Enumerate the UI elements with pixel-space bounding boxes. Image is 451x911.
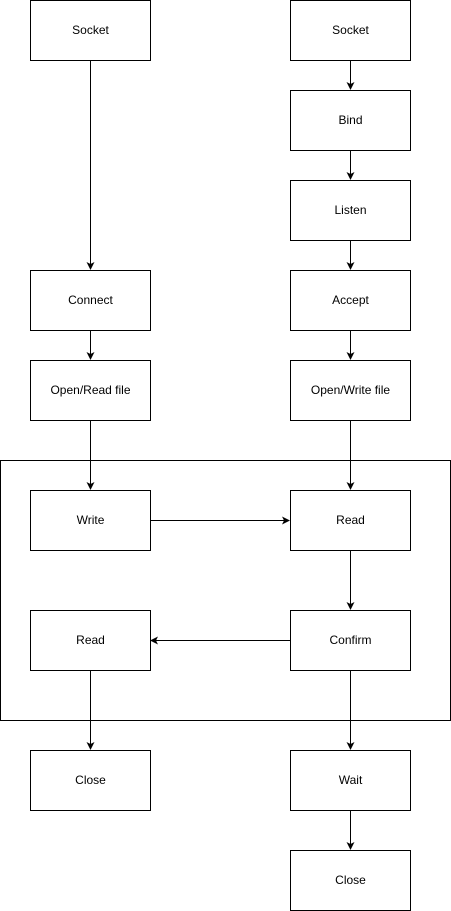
server-open-write-file-label: Open/Write file: [311, 383, 390, 397]
client-write-node: Write: [30, 490, 151, 551]
server-confirm-label: Confirm: [329, 633, 371, 647]
server-read-label: Read: [336, 513, 365, 527]
server-socket-label: Socket: [332, 23, 369, 37]
server-close-node: Close: [290, 850, 411, 911]
client-read-label: Read: [76, 633, 105, 647]
client-open-read-file-label: Open/Read file: [50, 383, 130, 397]
client-close-label: Close: [75, 773, 106, 787]
client-write-label: Write: [77, 513, 105, 527]
server-listen-label: Listen: [334, 203, 366, 217]
client-close-node: Close: [30, 750, 151, 811]
client-open-read-file-node: Open/Read file: [30, 360, 151, 421]
client-connect-label: Connect: [68, 293, 113, 307]
server-close-label: Close: [335, 873, 366, 887]
server-listen-node: Listen: [290, 180, 411, 241]
server-wait-node: Wait: [290, 750, 411, 811]
server-wait-label: Wait: [339, 773, 363, 787]
server-bind-node: Bind: [290, 90, 411, 151]
edges: [86, 60, 355, 850]
server-confirm-node: Confirm: [290, 610, 411, 671]
client-connect-node: Connect: [30, 270, 151, 331]
server-read-node: Read: [290, 490, 411, 551]
server-open-write-file-node: Open/Write file: [290, 360, 411, 421]
server-bind-label: Bind: [338, 113, 362, 127]
server-accept-label: Accept: [332, 293, 369, 307]
client-read-node: Read: [30, 610, 151, 671]
client-socket-label: Socket: [72, 23, 109, 37]
server-accept-node: Accept: [290, 270, 411, 331]
server-socket-node: Socket: [290, 0, 411, 61]
client-socket-node: Socket: [30, 0, 151, 61]
